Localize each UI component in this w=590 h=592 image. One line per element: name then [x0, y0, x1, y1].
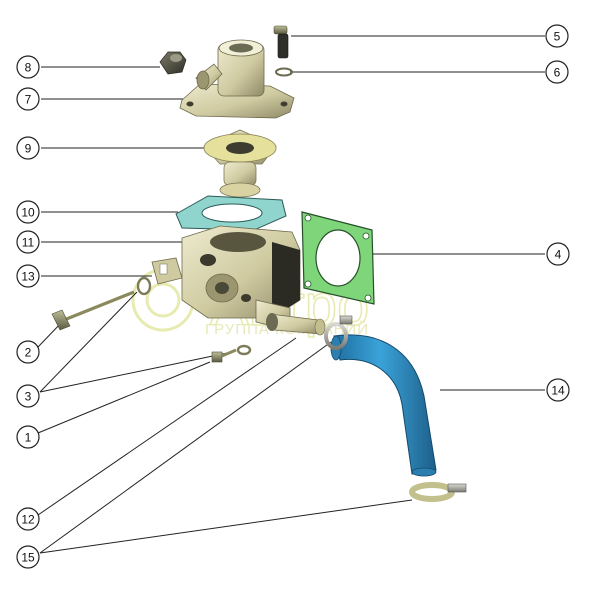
bracket: [151, 257, 183, 285]
callout-8: 8: [16, 55, 40, 79]
callout-circle: [16, 136, 40, 160]
leader-1: [37, 361, 211, 434]
callout-1: 1: [16, 425, 40, 449]
callout-label: 3: [25, 390, 32, 404]
callout-7: 7: [16, 87, 40, 111]
callout-label: 10: [21, 206, 35, 220]
leader-15b: [39, 499, 413, 554]
washer-small: [275, 67, 293, 77]
callout-3: 3: [16, 384, 40, 408]
callout-label: 8: [25, 61, 32, 75]
callout-14: 14: [546, 378, 570, 402]
plug: [159, 51, 187, 75]
callout-5: 5: [545, 24, 569, 48]
callout-circle: [545, 60, 569, 84]
callout-label: 12: [21, 513, 35, 527]
clamps: [324, 315, 467, 502]
sensor: [273, 25, 289, 59]
watermark-logo-inner: [145, 282, 181, 318]
callout-circle: [545, 24, 569, 48]
hose: [330, 334, 437, 477]
leader-15a: [39, 341, 332, 554]
callout-label: 15: [21, 551, 35, 565]
callout-10: 10: [16, 200, 40, 224]
thermostat: [203, 129, 277, 198]
leader-lines: [37, 35, 545, 554]
callout-label: 7: [25, 93, 32, 107]
gasket-thermostat: [175, 195, 287, 231]
callout-circle: [16, 340, 40, 364]
callout-label: 1: [25, 431, 32, 445]
callout-6: 6: [545, 60, 569, 84]
callout-15: 15: [16, 545, 40, 569]
callout-label: 6: [554, 66, 561, 80]
callout-label: 11: [22, 236, 35, 250]
callout-label: 13: [21, 270, 35, 284]
callout-circle: [16, 384, 40, 408]
callout-9: 9: [16, 136, 40, 160]
long-bolt: [51, 290, 135, 331]
callout-circle: [16, 230, 40, 254]
washers: [136, 276, 252, 356]
leader-3a: [39, 291, 138, 393]
callout-circle: [16, 425, 40, 449]
callout-circle: [16, 200, 40, 224]
short-bolt: [211, 348, 237, 363]
thermostat-cover: [179, 39, 295, 119]
callout-label: 2: [25, 346, 32, 360]
thermostat-housing: [181, 225, 301, 331]
gasket-housing: [301, 211, 375, 305]
callout-circle: [16, 545, 40, 569]
callout-circle: [16, 55, 40, 79]
callout-label: 5: [554, 30, 561, 44]
callout-circle: [546, 378, 570, 402]
callout-label: 9: [25, 142, 32, 156]
callout-label: 14: [551, 384, 565, 398]
leader-3b: [39, 351, 233, 393]
callout-13: 13: [16, 264, 40, 288]
callout-4: 4: [546, 242, 570, 266]
callout-label: 4: [555, 248, 562, 262]
callout-12: 12: [16, 507, 40, 531]
callout-circle: [546, 242, 570, 266]
callout-11: 11: [16, 230, 40, 254]
callout-circle: [16, 507, 40, 531]
outlet-pipe: [266, 313, 326, 336]
callout-2: 2: [16, 340, 40, 364]
leader-12: [37, 337, 297, 516]
callout-circle: [16, 264, 40, 288]
callout-circle: [16, 87, 40, 111]
